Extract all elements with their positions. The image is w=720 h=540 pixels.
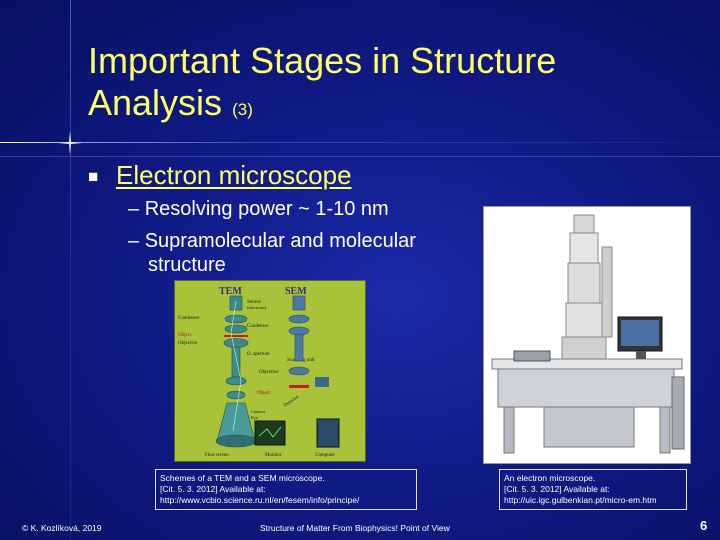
computer-shape: [316, 418, 340, 448]
scheme-caption: Schemes of a TEM and a SEM microscope. […: [155, 469, 417, 510]
label-object-1: Object: [178, 333, 192, 338]
label-condenser-2: Condenser: [247, 324, 269, 329]
electron-microscope-drawing: [491, 214, 685, 454]
tem-sem-scheme-image: TEM SEM Source (electrons) Condenser Con…: [174, 280, 366, 462]
title-main: Important Stages in Structure Analysis: [88, 40, 557, 123]
subbullet-text: Resolving power ~ 1-10 nm: [144, 198, 389, 220]
label-object-2: Object: [257, 391, 271, 396]
caption-line: Schemes of a TEM and a SEM microscope.: [160, 473, 325, 483]
decorative-vertical-line: [70, 0, 71, 540]
electron-microscope-photo: [483, 206, 691, 464]
title-suffix: (3): [232, 100, 253, 119]
tem-column: [215, 295, 257, 448]
slide-title: Important Stages in Structure Analysis (…: [88, 40, 688, 131]
sem-column: [288, 295, 310, 376]
decorative-horizontal-line: [0, 142, 720, 143]
label-objective-1: Objective: [178, 341, 198, 346]
subbullet-text: Supramolecular and molecular: [144, 230, 416, 252]
subbullet-continuation: structure: [148, 254, 226, 276]
caption-line: An electron microscope.: [504, 473, 596, 483]
caption-line: [Cit. 5. 3. 2012] Available at:: [504, 484, 610, 494]
bullet-marker: ■: [88, 167, 99, 186]
label-tem: TEM: [219, 286, 242, 297]
label-fluo-screen: Fluo-screen: [205, 453, 229, 458]
caption-link[interactable]: http://www.vcbio.science.ru.nl/en/fesem/…: [160, 495, 360, 505]
label-source-sub: (electrons): [247, 305, 267, 310]
label-detector: Detector: [283, 394, 300, 408]
sparkle-icon: [58, 131, 82, 155]
label-camera: Camera: [251, 409, 265, 414]
label-monitor: Monitor: [265, 453, 282, 458]
page-number: 6: [700, 518, 708, 533]
sem-specimen: [289, 385, 309, 388]
tem-sem-scheme-drawing: TEM SEM Source (electrons) Condenser Con…: [178, 286, 340, 458]
label-source: Source: [247, 300, 262, 305]
footer-copyright: © K. Kozlíková, 2019: [22, 523, 102, 533]
label-objective-2: Objective: [259, 370, 279, 375]
label-computer: Computer: [315, 453, 335, 458]
bullet-electron-microscope[interactable]: Electron microscope: [116, 160, 352, 190]
label-o-aperture: O. aperture: [247, 352, 270, 357]
label-sem: SEM: [285, 286, 307, 297]
subbullet-supramolecular: – Supramolecular and molecular: [128, 229, 416, 253]
subbullet-dash: –: [128, 198, 140, 220]
subbullet-resolving-power: – Resolving power ~ 1-10 nm: [128, 197, 389, 221]
footer-course-title: Structure of Matter From Biophysics! Poi…: [260, 523, 450, 533]
caption-link[interactable]: http://uic.igc.gulbenkian.pt/micro-em.ht…: [504, 495, 657, 505]
decorative-horizontal-line-faint: [0, 156, 720, 157]
label-eye: Eye: [251, 415, 258, 420]
caption-line: [Cit. 5. 3. 2012] Available at:: [160, 484, 266, 494]
subbullet-dash: –: [128, 230, 140, 252]
label-condenser-1: Condenser: [178, 316, 200, 321]
sem-detector: [315, 377, 329, 387]
photo-caption: An electron microscope. [Cit. 5. 3. 2012…: [499, 469, 687, 510]
